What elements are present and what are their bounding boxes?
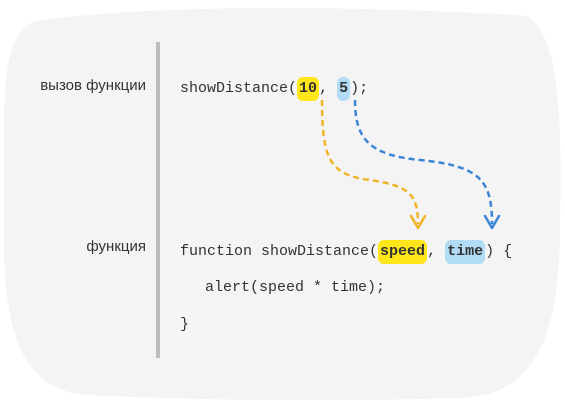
blue-arrowhead [483,214,501,230]
definition-line: function showDistance(speed, time) { [180,240,512,264]
vertical-divider [156,42,160,358]
call-open-paren: ( [288,80,298,97]
call-function-name: showDistance [180,80,289,97]
call-separator: , [319,80,338,97]
label-function-call: вызов функции [40,77,146,94]
yellow-arrow [320,99,420,225]
call-close: ); [350,80,369,97]
parameter-speed: speed [378,240,428,264]
def-keyword-name: function showDistance [180,243,370,260]
label-function: функция [86,238,146,255]
argument-5: 5 [337,77,351,101]
body-line: alert(speed * time); [205,279,386,296]
argument-10: 10 [297,77,320,101]
def-separator: , [427,243,446,260]
def-close: ) { [485,243,513,260]
blue-arrow [353,99,494,225]
closing-brace: } [180,316,190,333]
call-line: showDistance(10, 5); [180,77,368,101]
def-open-paren: ( [369,243,379,260]
parameter-time: time [445,240,486,264]
yellow-arrowhead [409,214,427,230]
